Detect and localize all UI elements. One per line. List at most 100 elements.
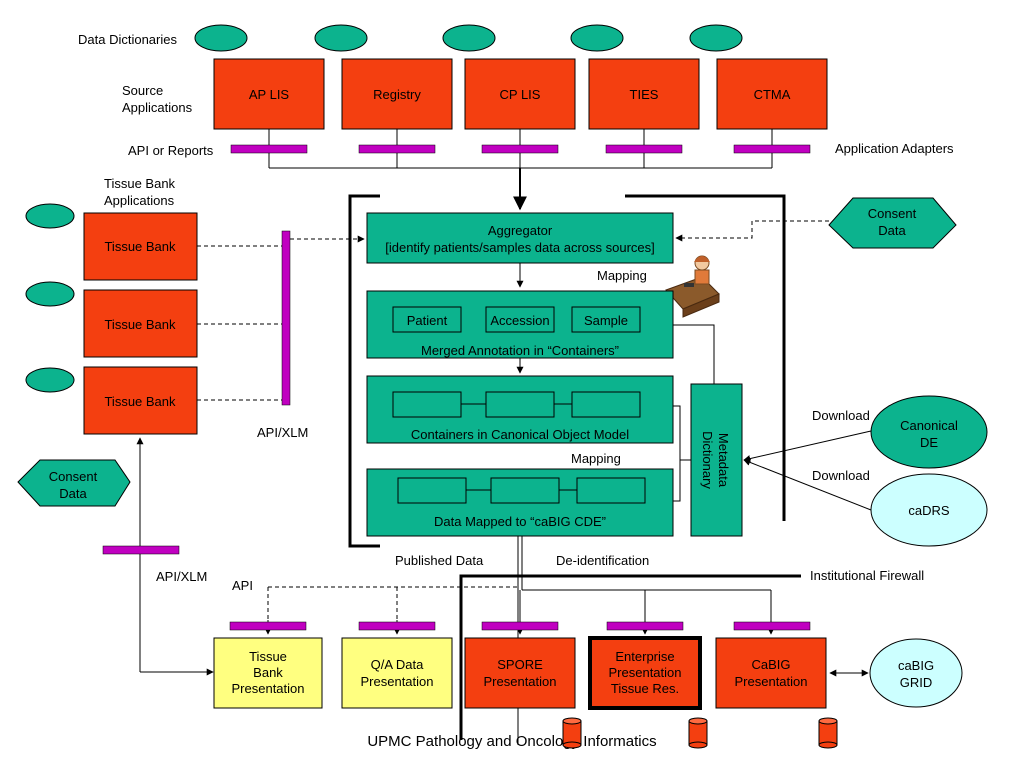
tissue-bank-presentation-box <box>213 637 323 709</box>
canonical-cde-bracket <box>673 405 681 502</box>
metadata-dictionary-label: Metadata Dictionary <box>700 431 731 489</box>
adapter-bar <box>605 144 683 154</box>
cabig-grid-label-2: GRID <box>900 675 933 690</box>
tissue-bank-dashed-connectors <box>197 245 286 401</box>
canonical-de-download-arrow <box>743 430 872 463</box>
merged-annotation-caption: Merged Annotation in “Containers” <box>421 343 619 358</box>
api-xlm-label-top: API/XLM <box>257 425 308 440</box>
institutional-firewall-label: Institutional Firewall <box>810 568 924 583</box>
source-app-label: TIES <box>630 87 659 102</box>
tissue-bank-presentation-label-2: Bank <box>253 665 283 680</box>
database-icon <box>562 717 582 749</box>
consent-data-left-label-2: Data <box>59 486 87 501</box>
tissue-bank-box <box>83 212 198 281</box>
data-dictionaries-label: Data Dictionaries <box>78 32 177 47</box>
source-app-box <box>716 58 828 130</box>
canonical-de-ellipse <box>870 395 988 469</box>
qa-data-presentation-label-1: Q/A Data <box>371 657 425 672</box>
data-dictionary-ellipse <box>442 24 496 52</box>
container-patient <box>392 306 462 333</box>
source-app-box <box>341 58 453 130</box>
tissue-bank-presentation-label-3: Presentation <box>232 681 305 696</box>
clerk-icon <box>665 255 720 318</box>
database-icon <box>818 717 838 749</box>
container-sample <box>571 306 641 333</box>
tissue-bank-api-bar <box>281 230 291 406</box>
tissue-bank-dictionaries <box>25 203 75 393</box>
data-dictionary-ellipses <box>194 24 743 52</box>
api-label: API <box>232 578 253 593</box>
source-app-label: Registry <box>373 87 421 102</box>
database-cylinders <box>562 717 838 749</box>
container-accession-label: Accession <box>490 313 549 328</box>
canonical-model-caption: Containers in Canonical Object Model <box>411 427 629 442</box>
consent-data-left-label-1: Consent <box>49 469 98 484</box>
adapter-bar <box>358 144 436 154</box>
metadata-dictionary-box <box>690 383 743 537</box>
tissue-bank-api-bar-bottom <box>102 545 180 555</box>
cabig-presentation-box <box>715 637 827 709</box>
adapter-bar <box>733 144 811 154</box>
de-identification-label: De-identification <box>556 553 649 568</box>
cabig-presentation-label-1: CaBIG <box>751 657 790 672</box>
download-label-1: Download <box>812 408 870 423</box>
enterprise-presentation-label-2: Presentation <box>609 665 682 680</box>
mapping-label-bottom: Mapping <box>571 451 621 466</box>
presentations: Tissue Bank Presentation Q/A Data Presen… <box>213 636 827 710</box>
tissue-bank-box <box>83 289 198 358</box>
consent-data-hexagon-left <box>17 459 131 507</box>
canonical-de-label-2: DE <box>920 435 938 450</box>
container-accession <box>485 306 555 333</box>
container-sample-label: Sample <box>584 313 628 328</box>
data-dictionary-ellipse <box>194 24 248 52</box>
tissue-bank-applications-label-1: Tissue Bank <box>104 176 176 191</box>
institutional-firewall <box>459 574 801 740</box>
tissue-bank-box <box>83 366 198 435</box>
canonical-model-items <box>392 391 641 418</box>
footer-text: UPMC Pathology and Oncology Informatics <box>367 733 656 750</box>
cadrs-download-arrow <box>743 459 872 511</box>
consent-data-hexagon-top <box>828 197 957 249</box>
presentation-adapter-bars <box>229 621 811 631</box>
adapter-bar <box>481 144 559 154</box>
cadrs-label: caDRS <box>908 503 950 518</box>
application-adapters-label: Application Adapters <box>835 141 954 156</box>
tissue-bank-label: Tissue Bank <box>104 317 176 332</box>
published-data-bracket <box>348 194 786 548</box>
aggregator-title: Aggregator <box>488 223 553 238</box>
source-app-label: CP LIS <box>500 87 541 102</box>
spore-presentation-label-1: SPORE <box>497 657 543 672</box>
qa-data-presentation-label-2: Presentation <box>361 674 434 689</box>
source-app-box <box>213 58 325 130</box>
cde-mapped-items <box>397 477 646 504</box>
source-applications-label-2: Applications <box>122 100 193 115</box>
spore-presentation-label-2: Presentation <box>484 674 557 689</box>
data-dictionary-ellipse <box>570 24 624 52</box>
tissue-bank-apps: Tissue Bank Tissue Bank Tissue Bank <box>83 212 198 435</box>
source-app-box <box>588 58 700 130</box>
enterprise-presentation-box <box>588 636 702 710</box>
aggregator-box <box>366 212 674 264</box>
source-applications-label-1: Source <box>122 83 163 98</box>
tissue-bank-applications-label-2: Applications <box>104 193 175 208</box>
download-label-2: Download <box>812 468 870 483</box>
canonical-de-label-1: Canonical <box>900 418 958 433</box>
source-app-box <box>464 58 576 130</box>
aggregator-subtitle: [identify patients/samples data across s… <box>385 240 655 255</box>
adapter-bar <box>230 144 308 154</box>
enterprise-presentation-label-3: Tissue Res. <box>611 681 679 696</box>
database-icon <box>688 717 708 749</box>
consent-data-top-label-1: Consent <box>868 206 917 221</box>
data-dictionary-ellipse <box>689 24 743 52</box>
api-or-reports-label: API or Reports <box>128 143 214 158</box>
tissue-bank-label: Tissue Bank <box>104 394 176 409</box>
cde-mapped-caption: Data Mapped to “caBIG CDE” <box>434 514 606 529</box>
consent-data-top-label-2: Data <box>878 223 906 238</box>
application-adapter-bars <box>230 144 811 154</box>
cabig-presentation-label-2: Presentation <box>735 674 808 689</box>
data-dictionary-ellipse <box>314 24 368 52</box>
containers-to-dictionary-line <box>673 324 715 384</box>
source-applications: AP LIS Registry CP LIS TIES CTMA <box>213 58 828 130</box>
